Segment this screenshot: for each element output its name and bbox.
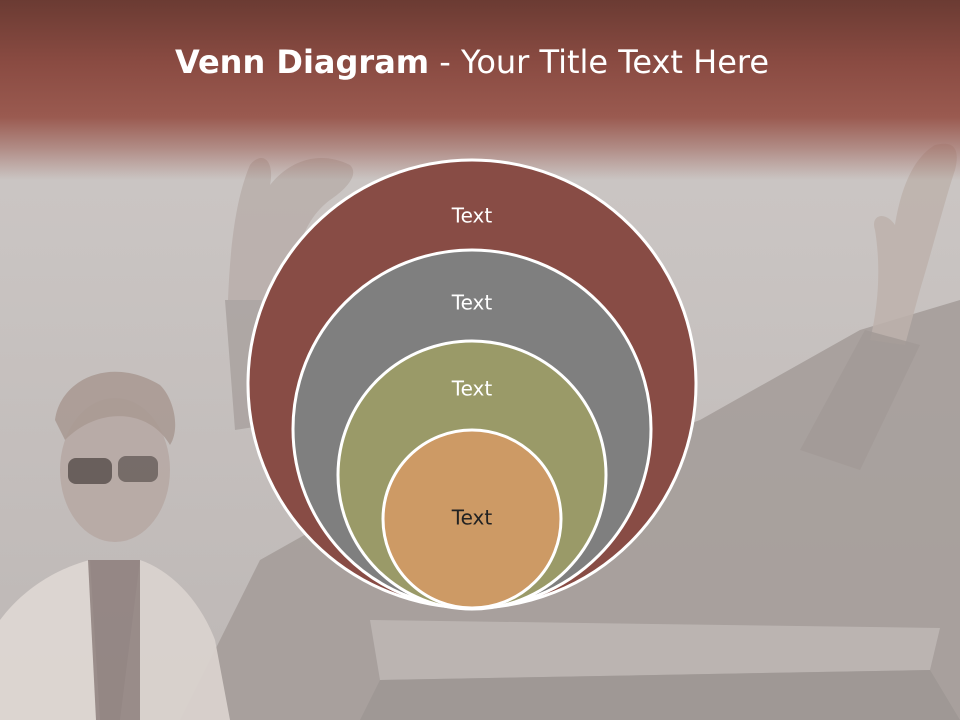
venn-ring-2-label: Text	[451, 291, 493, 315]
venn-ring-4	[381, 428, 563, 610]
title-rest: - Your Title Text Here	[429, 43, 770, 81]
venn-ring-4-label: Text	[451, 506, 493, 530]
slide-title: Venn Diagram - Your Title Text Here	[0, 40, 944, 84]
venn-ring-1-label: Text	[451, 204, 493, 228]
title-bold: Venn Diagram	[174, 43, 430, 81]
title-band	[0, 0, 960, 180]
venn-ring-3-label: Text	[451, 377, 493, 401]
